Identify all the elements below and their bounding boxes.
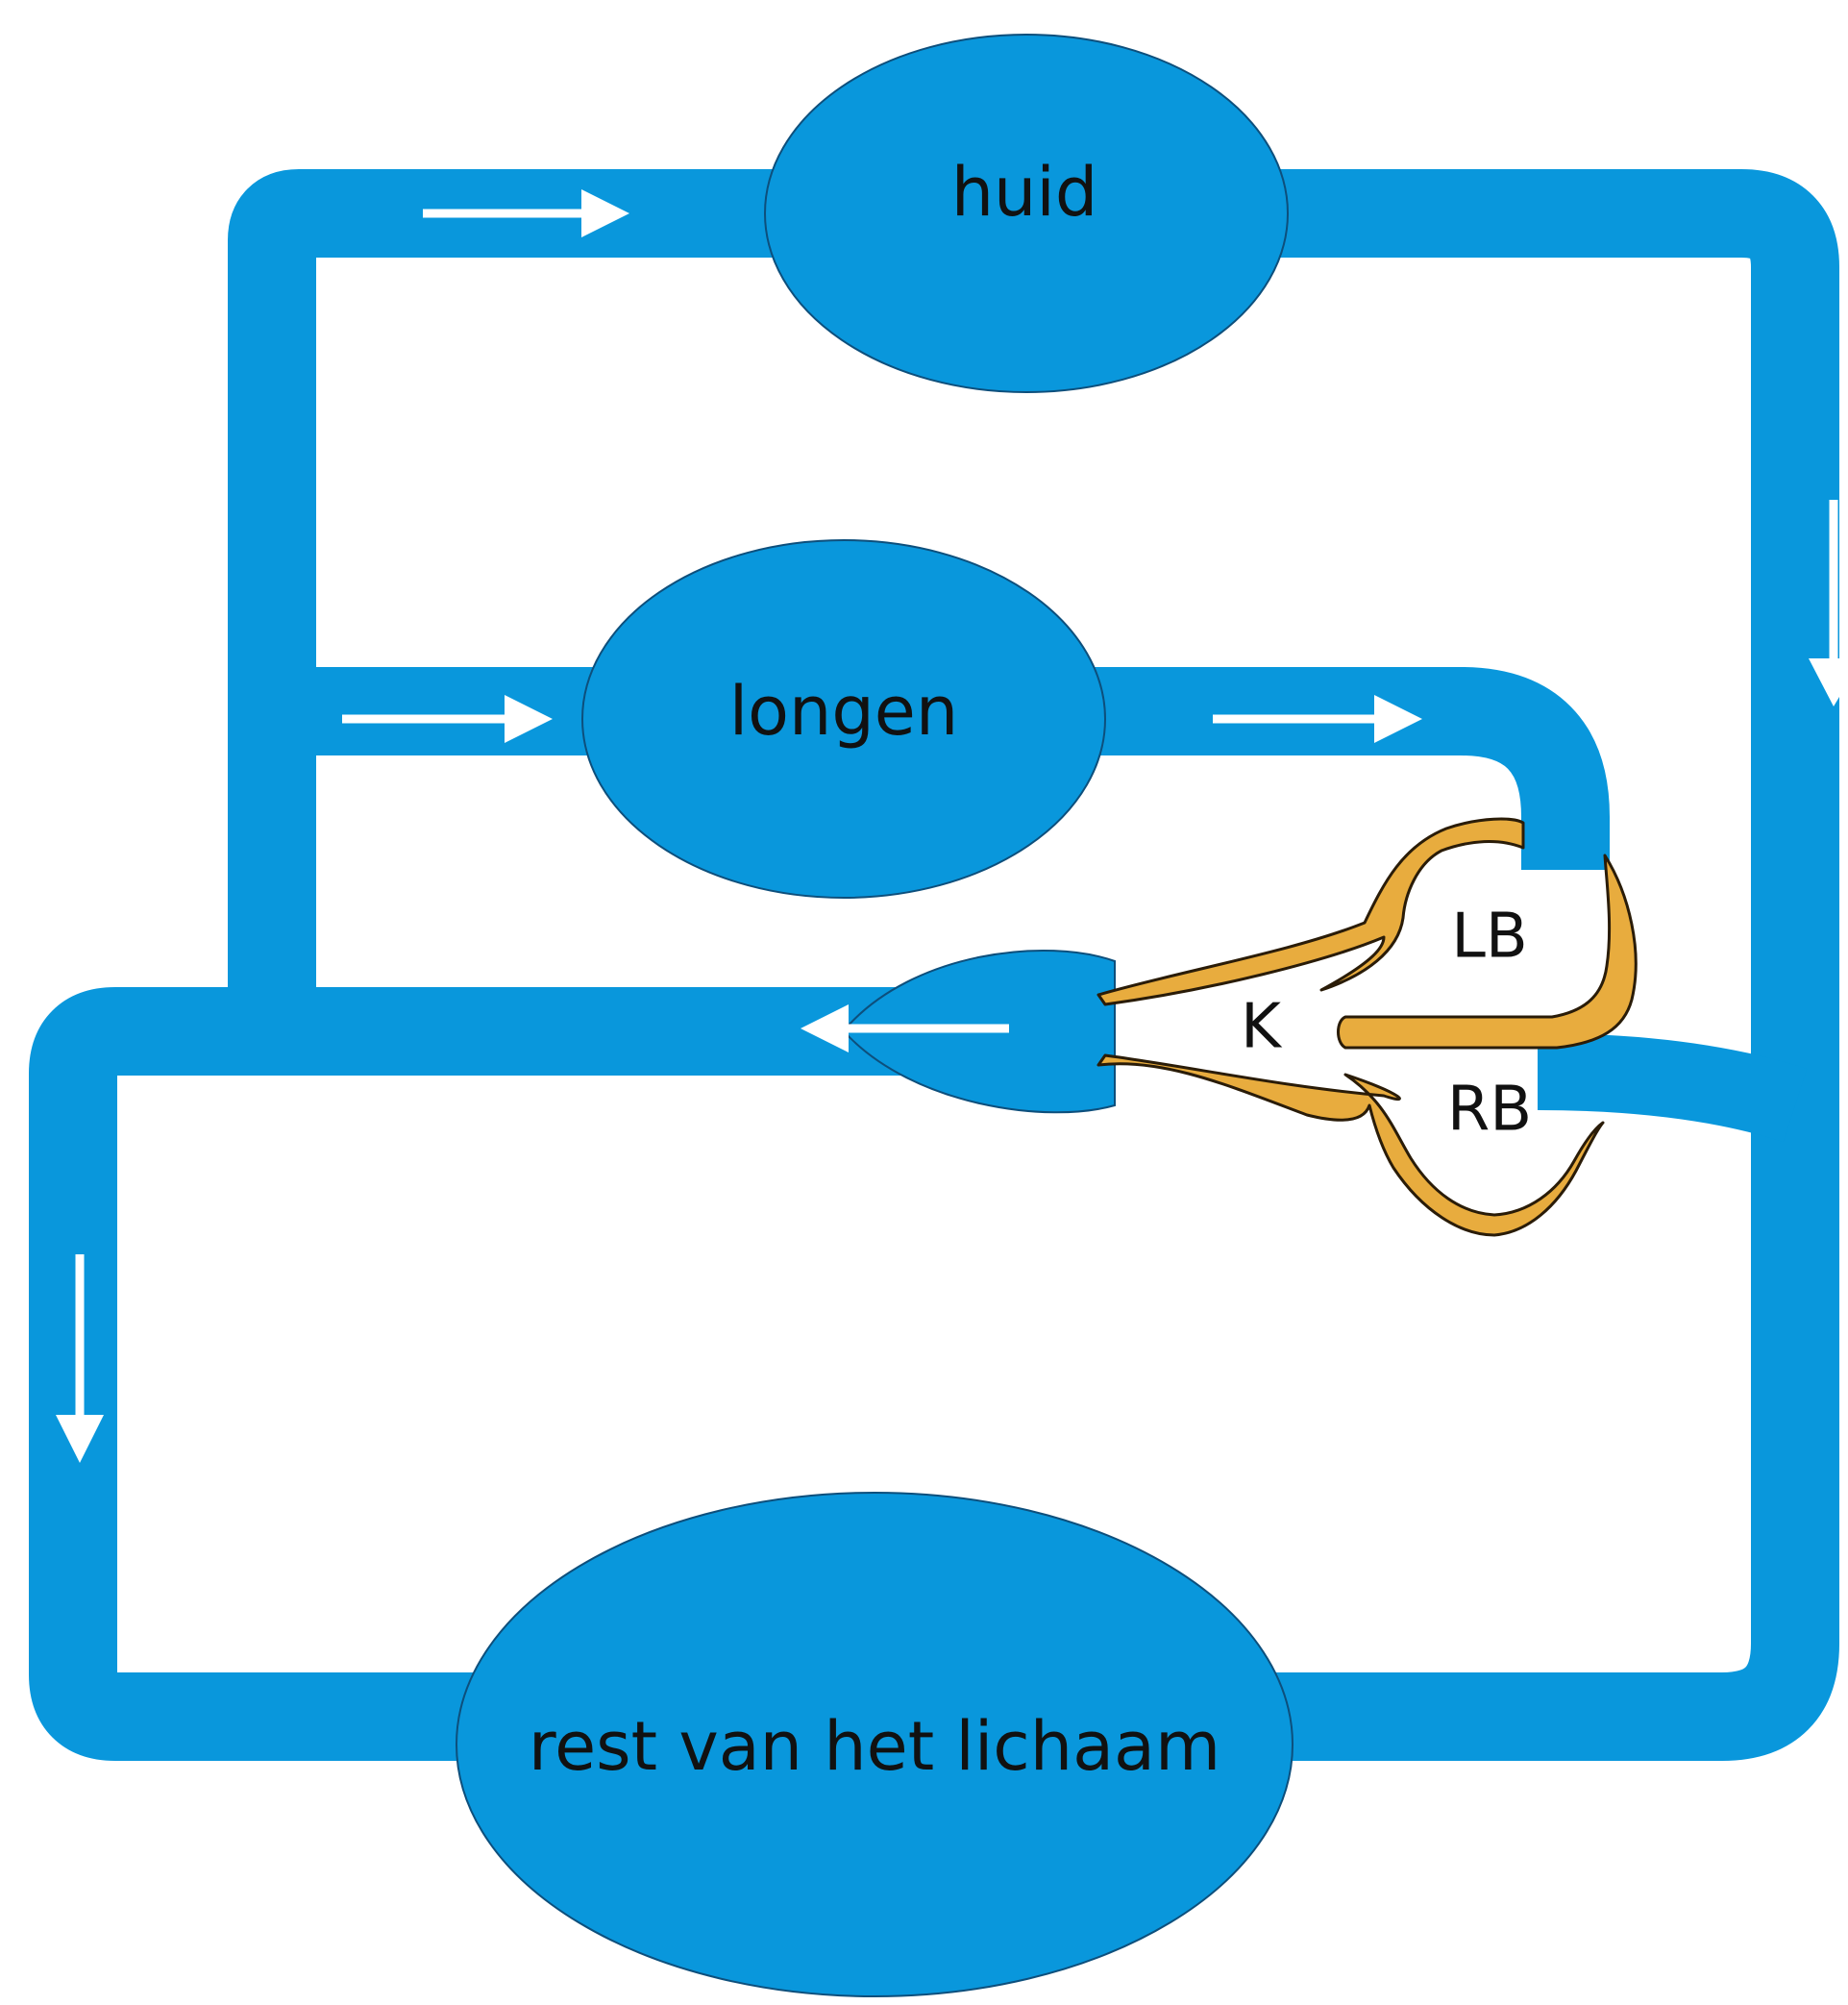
right-atrium-inflow-vessel bbox=[1537, 1033, 1808, 1143]
skin-outflow-arrow-icon bbox=[1809, 500, 1848, 706]
left-atrium-label: LB bbox=[1451, 902, 1528, 973]
heart-outflow-arrow-icon bbox=[801, 1004, 1009, 1052]
systemic-outflow-vessel bbox=[29, 987, 1839, 1761]
heart-label: K bbox=[1241, 992, 1283, 1063]
heart-left-atrium-wall bbox=[1337, 854, 1638, 1050]
labels: huid longen rest van het lichaam K LB RB bbox=[529, 153, 1532, 1786]
rest-of-body-label: rest van het lichaam bbox=[529, 1707, 1220, 1786]
lung-circuit-vessel bbox=[272, 667, 1610, 870]
lungs-outflow-arrow-icon bbox=[1213, 695, 1422, 743]
organs bbox=[456, 34, 1294, 1997]
right-atrium-label: RB bbox=[1447, 1075, 1532, 1146]
lungs-label: longen bbox=[729, 672, 959, 751]
heart-lower-wall bbox=[1096, 1053, 1605, 1237]
skin-label: huid bbox=[951, 153, 1098, 232]
lungs-organ bbox=[581, 539, 1106, 899]
heart bbox=[1096, 817, 1638, 1237]
skin-circuit-vessel bbox=[228, 169, 1839, 1081]
skin-inflow-arrow-icon bbox=[423, 189, 629, 237]
body-inflow-arrow-icon bbox=[56, 1254, 104, 1463]
rest-of-body-organ bbox=[456, 1492, 1294, 1997]
heart-upper-wall bbox=[1096, 817, 1525, 1006]
flow-arrows bbox=[56, 189, 1848, 1463]
skin-organ bbox=[764, 34, 1289, 393]
blood-vessels bbox=[29, 169, 1839, 1761]
lungs-inflow-arrow-icon bbox=[342, 695, 553, 743]
